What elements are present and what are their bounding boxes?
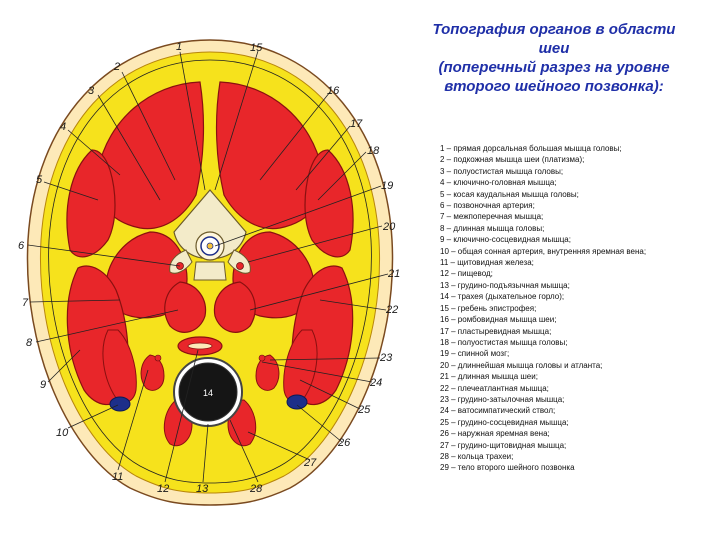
- label-20: 20: [382, 221, 396, 233]
- muscle-longus-right: [213, 281, 256, 333]
- legend-item: 6 – позвоночная артерия;: [440, 201, 535, 211]
- vertebral-artery-right: [236, 262, 244, 270]
- legend-item: 11 – щитовидная железа;: [440, 258, 534, 268]
- legend-item: 26 – наружная яремная вена;: [440, 429, 550, 439]
- legend-item: 23 – грудино-затылочная мышца;: [440, 394, 565, 404]
- carotid-left: [154, 354, 162, 362]
- legend-item: 5 – косая каудальная мышца головы;: [440, 189, 579, 199]
- title-line-4: второго шейного позвонка):: [444, 78, 664, 95]
- legend-item: 21 – длинная мышца шеи;: [440, 372, 538, 382]
- label-2: 2: [113, 61, 120, 73]
- label-9: 9: [40, 379, 46, 391]
- label-24: 24: [369, 377, 382, 389]
- legend-item: 17 – пластыревидная мышца;: [440, 326, 552, 336]
- label-12: 12: [157, 483, 169, 495]
- muscle-longus-left: [164, 281, 207, 333]
- label-3: 3: [88, 85, 95, 97]
- label-26: 26: [337, 437, 351, 449]
- legend-item: 24 – ватосимпатический ствол;: [440, 406, 556, 416]
- legend-item: 10 – общая сонная артерия, внутренняя яр…: [440, 246, 647, 256]
- label-17: 17: [350, 118, 363, 130]
- leader-lines: [27, 50, 389, 483]
- legend-item: 14 – трахея (дыхательное горло);: [440, 292, 565, 302]
- legend-item: 28 – кольца трахеи;: [440, 451, 514, 461]
- label-15: 15: [250, 42, 263, 54]
- label-10: 10: [56, 427, 69, 439]
- vertebra-transverse-right: [227, 249, 251, 274]
- legend-item: 20 – длиннейшая мышца головы и атланта;: [440, 360, 603, 370]
- legend-item: 16 – ромбовидная мышца шеи;: [440, 315, 557, 325]
- legend-item: 19 – спинной мозг;: [440, 349, 510, 359]
- title-line-1: Топография органов в области: [432, 21, 676, 38]
- label-21: 21: [387, 268, 400, 280]
- label-1: 1: [176, 41, 182, 53]
- label-6: 6: [18, 240, 25, 252]
- legend-item: 3 – полуостистая мышца головы;: [440, 166, 564, 176]
- title-line-3: (поперечный разрез на уровне: [438, 59, 670, 76]
- legend-item: 13 – грудино-подъязычная мышца;: [440, 280, 570, 290]
- jugular-vein-right: [286, 394, 308, 410]
- muscle-sterno-left: [102, 329, 137, 403]
- legend-item: 25 – грудино-сосцевидная мышца;: [440, 417, 569, 427]
- legend-item: 2 – подкожная мышца шеи (платизма);: [440, 155, 585, 165]
- label-28: 28: [249, 483, 263, 495]
- label-22: 22: [385, 304, 398, 316]
- label-27: 27: [303, 457, 317, 469]
- muscle-dorsal-right: [215, 81, 324, 230]
- page-title: Топография органов в области шеи (попере…: [398, 20, 710, 96]
- muscle-lateral-left: [66, 149, 116, 258]
- spinal-cord-center: [206, 242, 214, 250]
- label-19: 19: [381, 180, 393, 192]
- diagram-labels: 1 2 3 4 5 6 7 8 9 10 11 12 13 15 16 17 1…: [18, 41, 400, 495]
- muscle-dorsal-left: [96, 81, 205, 230]
- vertebra-body: [193, 261, 227, 281]
- carotid-right: [258, 354, 266, 362]
- label-16: 16: [327, 85, 340, 97]
- label-18: 18: [367, 145, 380, 157]
- title-line-2: шеи: [538, 40, 570, 57]
- legend-item: 29 – тело второго шейного позвонка: [440, 463, 575, 473]
- legend-list: 1 – прямая дорсальная большая мышца голо…: [440, 143, 715, 474]
- label-23: 23: [379, 352, 393, 364]
- label-7: 7: [22, 297, 29, 309]
- label-8: 8: [26, 337, 33, 349]
- legend-item: 7 – межпоперечная мышца;: [440, 212, 544, 222]
- legend-item: 18 – полуостистая мышца головы;: [440, 337, 568, 347]
- platysma-muscle: [48, 59, 372, 484]
- label-25: 25: [357, 404, 371, 416]
- label-11: 11: [112, 471, 123, 483]
- legend-item: 4 – ключично-головная мышца;: [440, 178, 557, 188]
- trachea: [178, 362, 238, 422]
- vertebra-transverse-left: [169, 249, 193, 274]
- label-5: 5: [36, 174, 43, 186]
- legend-item: 27 – грудино-щитовидная мышца;: [440, 440, 567, 450]
- legend-item: 12 – пищевод;: [440, 269, 493, 279]
- label-13: 13: [196, 483, 209, 495]
- label-4: 4: [60, 121, 66, 133]
- legend-item: 1 – прямая дорсальная большая мышца голо…: [440, 144, 622, 153]
- jugular-vein-left: [109, 396, 131, 412]
- legend-item: 9 – ключично-сосцевидная мышца;: [440, 235, 571, 245]
- legend-item: 15 – гребень эпистрофея;: [440, 303, 537, 313]
- esophagus-lumen: [187, 342, 213, 350]
- neck-cross-section-diagram: 14 1 2 3 4 5: [18, 39, 400, 506]
- legend-item: 22 – плечеатлантная мышца;: [440, 383, 549, 393]
- legend-item: 8 – длинная мышца головы;: [440, 223, 545, 233]
- muscle-small-left: [140, 354, 165, 391]
- trachea-number: 14: [203, 388, 213, 398]
